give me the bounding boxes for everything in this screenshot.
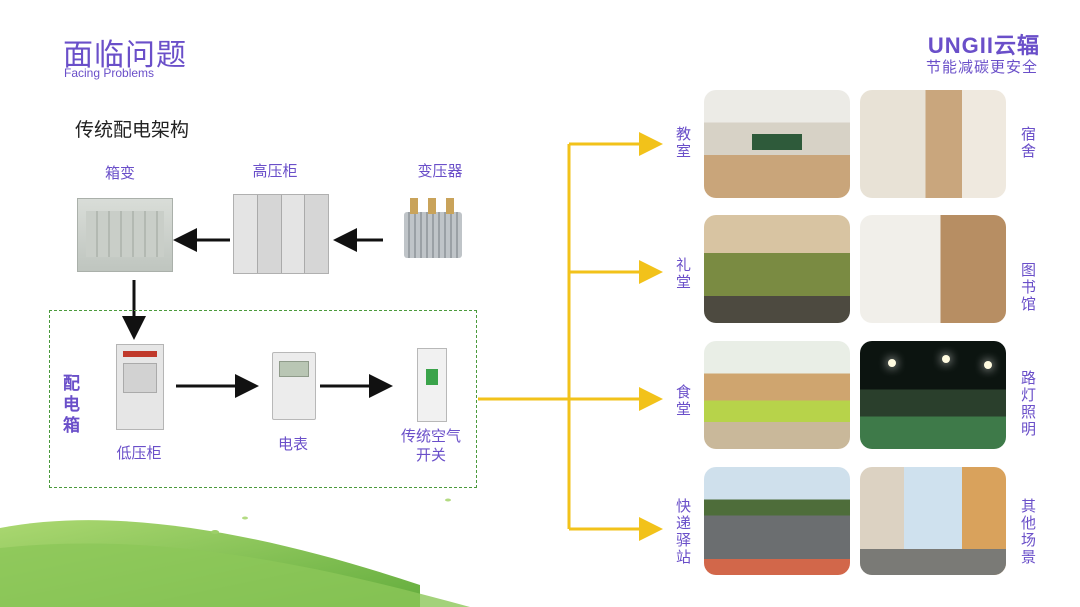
scene-label-express-station: 快递驿站 — [674, 498, 692, 566]
node-label-breaker: 传统空气开关 — [400, 427, 461, 464]
photo-library — [860, 215, 1006, 323]
box-transformer-image — [77, 198, 173, 272]
scene-label-auditorium: 礼堂 — [674, 257, 692, 291]
photo-street-lighting — [860, 341, 1006, 449]
photo-dormitory — [860, 90, 1006, 198]
lv-cabinet-image — [116, 344, 164, 430]
transformer-image — [390, 198, 475, 264]
photo-auditorium — [704, 215, 850, 323]
brand-tagline: 节能减碳更安全 — [925, 58, 1038, 76]
photo-canteen — [704, 341, 850, 449]
hv-cabinet-image — [233, 194, 329, 274]
photo-classroom — [704, 90, 850, 198]
meter-image — [272, 352, 316, 420]
scene-label-dormitory: 宿舍 — [1019, 126, 1037, 160]
photo-express-station — [704, 467, 850, 575]
node-label-lv-cabinet: 低压柜 — [116, 444, 162, 462]
group-label-distribution-box: 配电箱 — [59, 374, 79, 437]
scene-label-canteen: 食堂 — [674, 384, 692, 418]
page-subtitle: Facing Problems — [64, 66, 155, 80]
distribution-box-group — [49, 310, 477, 488]
photo-other-scenes — [860, 467, 1006, 575]
node-label-transformer: 变压器 — [417, 162, 463, 180]
page-title: 面临问题 — [63, 38, 187, 73]
scene-label-classroom: 教室 — [674, 126, 692, 160]
breaker-image — [417, 348, 447, 422]
scene-label-street-lighting: 路灯照明 — [1019, 370, 1037, 438]
scene-label-other: 其他场景 — [1019, 498, 1037, 566]
node-label-meter: 电表 — [277, 435, 308, 453]
node-label-hv-cabinet: 高压柜 — [252, 162, 298, 180]
section-title: 传统配电架构 — [75, 119, 190, 141]
brand-logo: UNGII云辐 — [927, 33, 1040, 58]
node-label-box-transformer: 箱变 — [104, 164, 135, 182]
scene-label-library: 图书馆 — [1019, 262, 1037, 313]
